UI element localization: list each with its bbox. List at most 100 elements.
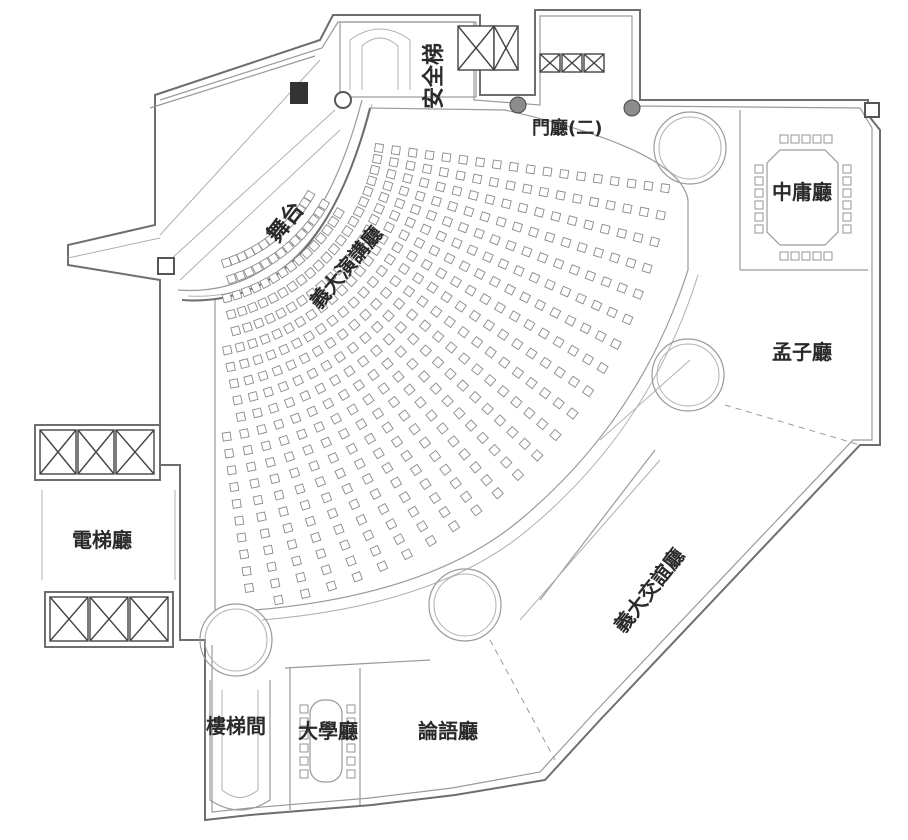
seat [385, 518, 398, 531]
chair [299, 743, 309, 753]
zhongyong-label: 中庸廳 [772, 180, 832, 204]
seat [491, 486, 504, 500]
seat [251, 407, 263, 419]
seat [388, 209, 401, 222]
chair [801, 134, 811, 144]
seat [286, 280, 299, 293]
chair [842, 224, 852, 234]
seat [473, 227, 485, 240]
seat [463, 206, 475, 218]
seat [398, 490, 411, 504]
seat [407, 505, 420, 518]
seat [260, 440, 272, 452]
seat [470, 504, 483, 517]
seat [564, 314, 577, 327]
seat [606, 306, 618, 319]
seat [252, 494, 264, 506]
seat [367, 368, 380, 382]
seat [269, 473, 281, 485]
seat [398, 185, 410, 197]
seat [359, 308, 372, 322]
seat [236, 305, 248, 317]
seat [393, 533, 406, 546]
seat [576, 171, 587, 182]
seat [453, 407, 466, 420]
seat [530, 449, 544, 462]
seat [482, 251, 494, 263]
seat [493, 301, 507, 314]
daxue-label: 大學廳 [298, 719, 358, 743]
seat [584, 270, 597, 282]
seat [457, 221, 470, 234]
seat [409, 203, 422, 216]
seat [256, 423, 268, 435]
seat [409, 463, 423, 477]
seat [393, 197, 406, 210]
seat [533, 206, 545, 218]
seat [497, 328, 510, 341]
seat [430, 195, 442, 207]
seat [341, 482, 354, 495]
seat [536, 417, 549, 431]
chair [299, 717, 309, 727]
seat [544, 278, 556, 291]
seat [326, 292, 339, 306]
seat [391, 241, 404, 254]
seat [404, 216, 417, 229]
seat [357, 195, 370, 208]
seat [435, 267, 448, 280]
seat [405, 308, 419, 322]
seat [385, 168, 397, 180]
seat [242, 444, 254, 456]
seat [400, 548, 414, 561]
seat [621, 313, 634, 326]
seat [355, 513, 368, 526]
seat [269, 578, 281, 589]
seat [228, 378, 240, 389]
seat [259, 257, 272, 270]
seat [392, 297, 406, 311]
seat [518, 437, 532, 451]
seat [436, 422, 449, 435]
seat [488, 176, 500, 188]
chair [754, 200, 764, 210]
stairwell-steps [209, 680, 271, 811]
seat [240, 285, 253, 298]
seat [419, 344, 432, 357]
seat [366, 275, 380, 289]
chair [790, 251, 800, 261]
seat [431, 356, 445, 369]
seat [312, 259, 325, 272]
seat [576, 242, 588, 254]
seat [362, 393, 375, 406]
seat [315, 300, 329, 314]
seat [226, 465, 237, 476]
seat [320, 436, 333, 449]
seat [441, 152, 452, 163]
seat [476, 431, 489, 445]
seat [420, 258, 433, 271]
seat [337, 427, 351, 440]
seat [239, 549, 250, 560]
seat [441, 215, 454, 228]
seat [616, 282, 628, 294]
seat [390, 145, 401, 156]
seat [310, 531, 322, 544]
seat [333, 523, 345, 536]
seat [499, 456, 513, 469]
seat [290, 337, 303, 350]
seat [438, 505, 451, 519]
seat [567, 344, 580, 357]
seat [609, 338, 622, 350]
seat [241, 321, 254, 333]
seat [511, 468, 525, 482]
seat [431, 330, 445, 343]
seat [317, 198, 331, 211]
seat [622, 203, 633, 214]
seat [581, 353, 595, 366]
seat [398, 409, 411, 422]
chair [842, 176, 852, 186]
seat [505, 180, 516, 191]
lobby-2-label: 門廳(二) [532, 118, 603, 139]
seat [371, 407, 385, 420]
